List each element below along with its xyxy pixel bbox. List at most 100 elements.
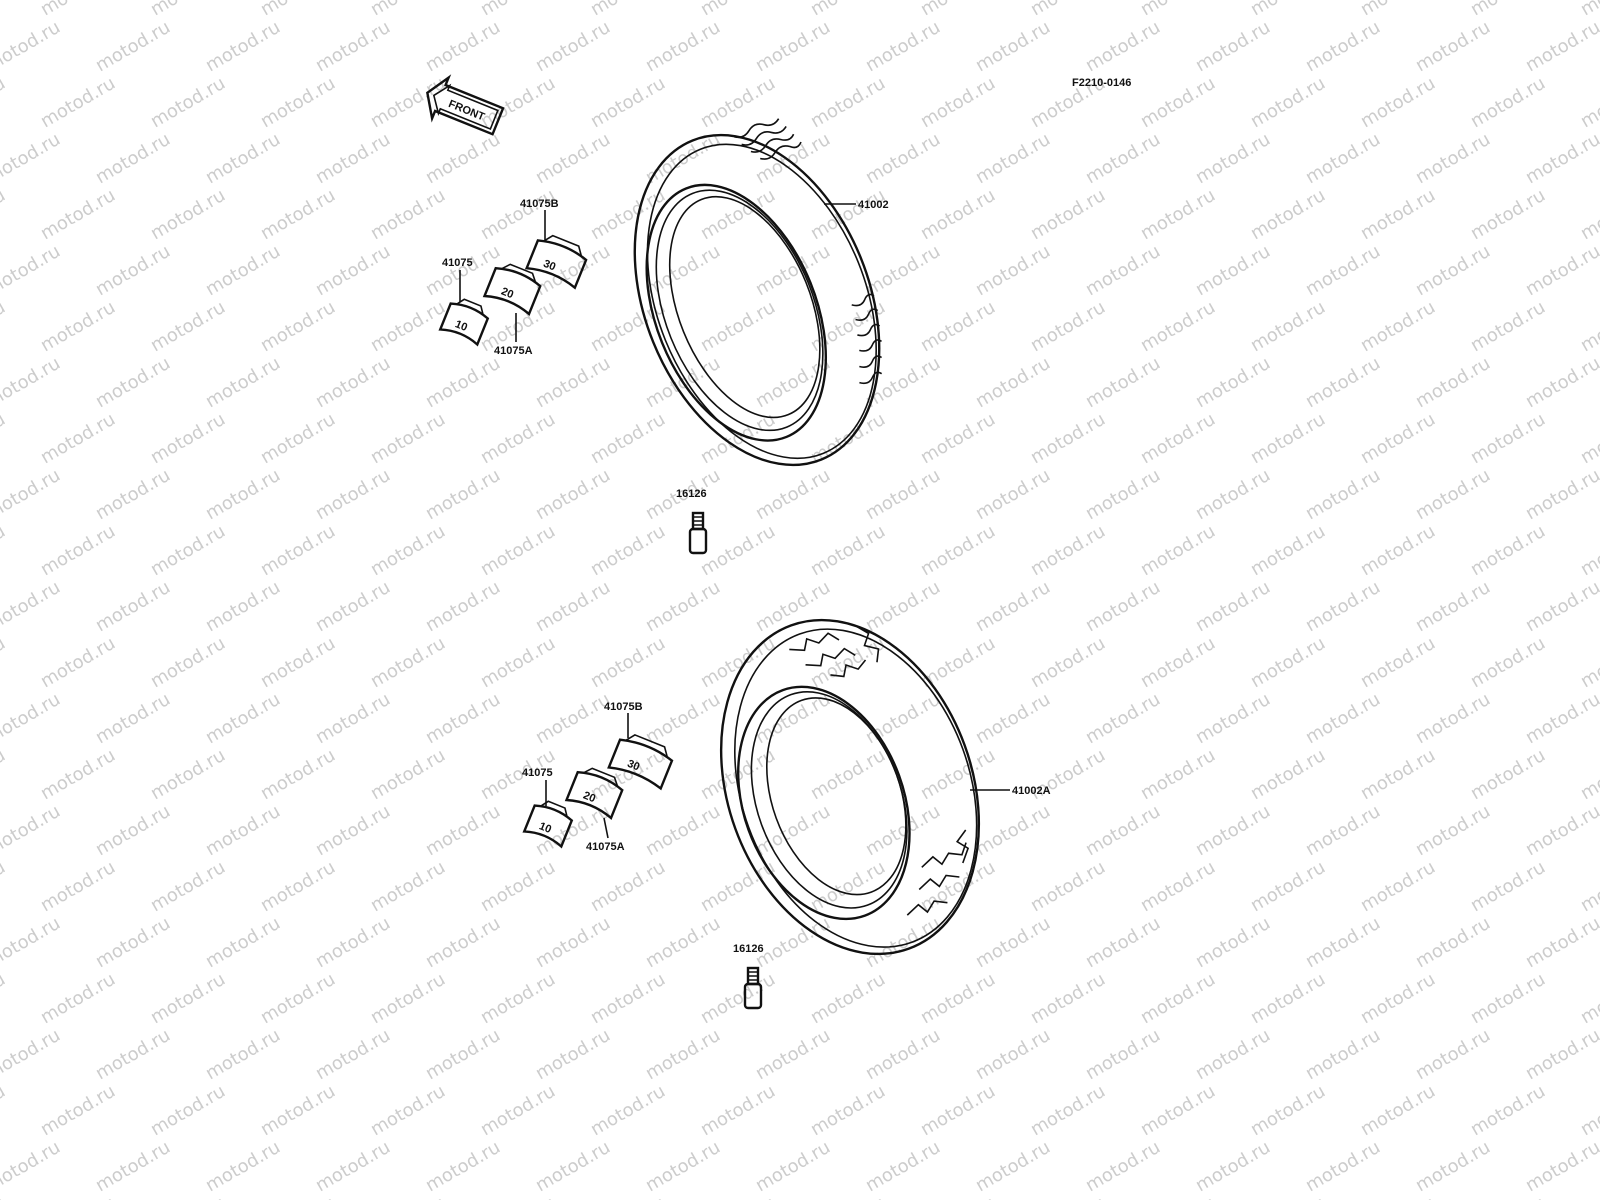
watermark-text: motod.ru bbox=[642, 241, 724, 300]
watermark-text: motod.ru bbox=[0, 1193, 9, 1200]
watermark-text: motod.ru bbox=[312, 465, 394, 524]
watermark-text: motod.ru bbox=[1357, 1193, 1439, 1200]
watermark-text: motod.ru bbox=[1137, 409, 1219, 468]
watermark-text: motod.ru bbox=[312, 129, 394, 188]
watermark-text: motod.ru bbox=[917, 0, 999, 20]
watermark-text: motod.ru bbox=[0, 0, 9, 20]
watermark-text: motod.ru bbox=[1467, 185, 1549, 244]
watermark-text: motod.ru bbox=[37, 409, 119, 468]
watermark-text: motod.ru bbox=[0, 1081, 9, 1140]
watermark-text: motod.ru bbox=[0, 409, 9, 468]
watermark-text: motod.ru bbox=[1137, 633, 1219, 692]
watermark-text: motod.ru bbox=[0, 1025, 64, 1084]
watermark-text: motod.ru bbox=[1522, 465, 1600, 524]
watermark-text: motod.ru bbox=[1412, 689, 1494, 748]
watermark-text: motod.ru bbox=[587, 521, 669, 580]
watermark-text: motod.ru bbox=[532, 465, 614, 524]
watermark-text: motod.ru bbox=[587, 745, 669, 804]
watermark-text: motod.ru bbox=[1467, 297, 1549, 356]
watermark-text: motod.ru bbox=[752, 1137, 834, 1196]
watermark-text: motod.ru bbox=[367, 521, 449, 580]
watermark-text: motod.ru bbox=[92, 17, 174, 76]
watermark-text: motod.ru bbox=[1577, 0, 1600, 20]
watermark-text: motod.ru bbox=[1192, 353, 1274, 412]
watermark-text: motod.ru bbox=[862, 17, 944, 76]
watermark-text: motod.ru bbox=[312, 801, 394, 860]
watermark-text: motod.ru bbox=[1192, 1025, 1274, 1084]
watermark-text: motod.ru bbox=[1082, 129, 1164, 188]
watermark-text: motod.ru bbox=[1082, 465, 1164, 524]
watermark-text: motod.ru bbox=[1577, 297, 1600, 356]
watermark-text: motod.ru bbox=[1247, 857, 1329, 916]
watermark-text: motod.ru bbox=[1357, 0, 1439, 20]
watermark-text: motod.ru bbox=[1247, 521, 1329, 580]
watermark-text: motod.ru bbox=[1467, 745, 1549, 804]
watermark-text: motod.ru bbox=[0, 241, 64, 300]
watermark-text: motod.ru bbox=[587, 185, 669, 244]
watermark-text: motod.ru bbox=[202, 129, 284, 188]
watermark-text: motod.ru bbox=[1467, 73, 1549, 132]
label-lower-41075a: 41075A bbox=[586, 841, 625, 853]
watermark-text: motod.ru bbox=[862, 913, 944, 972]
watermark-text: motod.ru bbox=[477, 521, 559, 580]
upper-weight-b-mark: 30 bbox=[542, 258, 558, 274]
watermark-text: motod.ru bbox=[1192, 129, 1274, 188]
lower-weight-mark: 10 bbox=[537, 820, 553, 836]
watermark-text: motod.ru bbox=[1192, 801, 1274, 860]
watermark-text: motod.ru bbox=[1192, 689, 1274, 748]
watermark-text: motod.ru bbox=[587, 73, 669, 132]
watermark-text: motod.ru bbox=[422, 801, 504, 860]
watermark-text: motod.ru bbox=[202, 465, 284, 524]
watermark-text: motod.ru bbox=[697, 969, 779, 1028]
watermark-text: motod.ru bbox=[1412, 17, 1494, 76]
watermark-text: motod.ru bbox=[422, 465, 504, 524]
watermark-text: motod.ru bbox=[807, 1193, 889, 1200]
label-41002: 41002 bbox=[858, 199, 889, 211]
watermark-text: motod.ru bbox=[312, 353, 394, 412]
watermark-text: motod.ru bbox=[1247, 1081, 1329, 1140]
watermark-text: motod.ru bbox=[1467, 1193, 1549, 1200]
watermark-text: motod.ru bbox=[1302, 1025, 1384, 1084]
watermark-text: motod.ru bbox=[202, 241, 284, 300]
watermark-text: motod.ru bbox=[1467, 0, 1549, 20]
watermark-text: motod.ru bbox=[367, 1193, 449, 1200]
watermark-text: motod.ru bbox=[642, 1025, 724, 1084]
watermark-text: motod.ru bbox=[257, 1081, 339, 1140]
watermark-text: motod.ru bbox=[697, 1193, 779, 1200]
watermark-text: motod.ru bbox=[862, 241, 944, 300]
watermark-text: motod.ru bbox=[642, 17, 724, 76]
watermark-text: motod.ru bbox=[1082, 1137, 1164, 1196]
watermark-text: motod.ru bbox=[0, 297, 9, 356]
watermark-text: motod.ru bbox=[1247, 409, 1329, 468]
watermark-text: motod.ru bbox=[422, 17, 504, 76]
watermark-text: motod.ru bbox=[37, 857, 119, 916]
watermark-text: motod.ru bbox=[1357, 1081, 1439, 1140]
watermark-text: motod.ru bbox=[532, 353, 614, 412]
watermark-text: motod.ru bbox=[917, 969, 999, 1028]
watermark-text: motod.ru bbox=[477, 1081, 559, 1140]
watermark-text: motod.ru bbox=[1412, 353, 1494, 412]
watermark-text: motod.ru bbox=[587, 409, 669, 468]
watermark-text: motod.ru bbox=[1082, 17, 1164, 76]
watermark-text: motod.ru bbox=[92, 913, 174, 972]
lower-weight-41075b: 30 bbox=[607, 734, 674, 791]
watermark-text: motod.ru bbox=[37, 633, 119, 692]
watermark-text: motod.ru bbox=[37, 969, 119, 1028]
watermark-text: motod.ru bbox=[257, 0, 339, 20]
watermark-text: motod.ru bbox=[1137, 521, 1219, 580]
watermark-text: motod.ru bbox=[1137, 297, 1219, 356]
watermark-text: motod.ru bbox=[477, 0, 559, 20]
watermark-text: motod.ru bbox=[477, 409, 559, 468]
watermark-text: motod.ru bbox=[1082, 241, 1164, 300]
watermark-text: motod.ru bbox=[532, 1137, 614, 1196]
watermark-text: motod.ru bbox=[807, 521, 889, 580]
watermark-text: motod.ru bbox=[862, 1025, 944, 1084]
watermark-text: motod.ru bbox=[1027, 633, 1109, 692]
watermark-text: motod.ru bbox=[147, 1081, 229, 1140]
watermark-text: motod.ru bbox=[1412, 801, 1494, 860]
watermark-text: motod.ru bbox=[752, 913, 834, 972]
watermark-text: motod.ru bbox=[1247, 73, 1329, 132]
watermark-text: motod.ru bbox=[422, 1025, 504, 1084]
watermark-text: motod.ru bbox=[862, 129, 944, 188]
watermark-text: motod.ru bbox=[587, 969, 669, 1028]
